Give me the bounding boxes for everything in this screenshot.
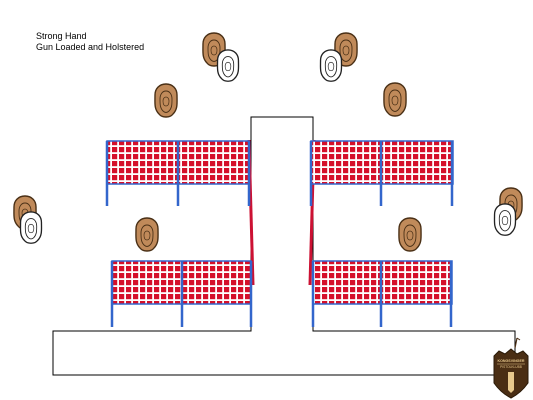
- shoot-target-icon: [398, 217, 422, 252]
- logo-line2: PISTOLKLUBB: [500, 365, 522, 369]
- stage-brief-line1: Strong Hand: [36, 31, 87, 41]
- wall-upper-left: [105, 140, 251, 206]
- logo-line1: KONGSVINGER: [498, 359, 525, 363]
- no-shoot-target-icon: [493, 203, 517, 236]
- shoot-target-icon: [383, 82, 407, 117]
- shoot-target-icon: [135, 217, 159, 252]
- stage-brief-line2: Gun Loaded and Holstered: [36, 42, 145, 52]
- stage-brief: Strong Hand Gun Loaded and Holstered: [36, 31, 144, 53]
- no-shoot-target-icon: [319, 49, 343, 82]
- wall-lower-left: [110, 260, 253, 327]
- no-shoot-target-icon: [216, 49, 240, 82]
- no-shoot-target-icon: [19, 211, 43, 244]
- shoot-target-icon: [154, 83, 178, 118]
- shield-badge-icon: [493, 337, 529, 399]
- wall-lower-right: [311, 260, 453, 327]
- wall-upper-right: [309, 140, 454, 206]
